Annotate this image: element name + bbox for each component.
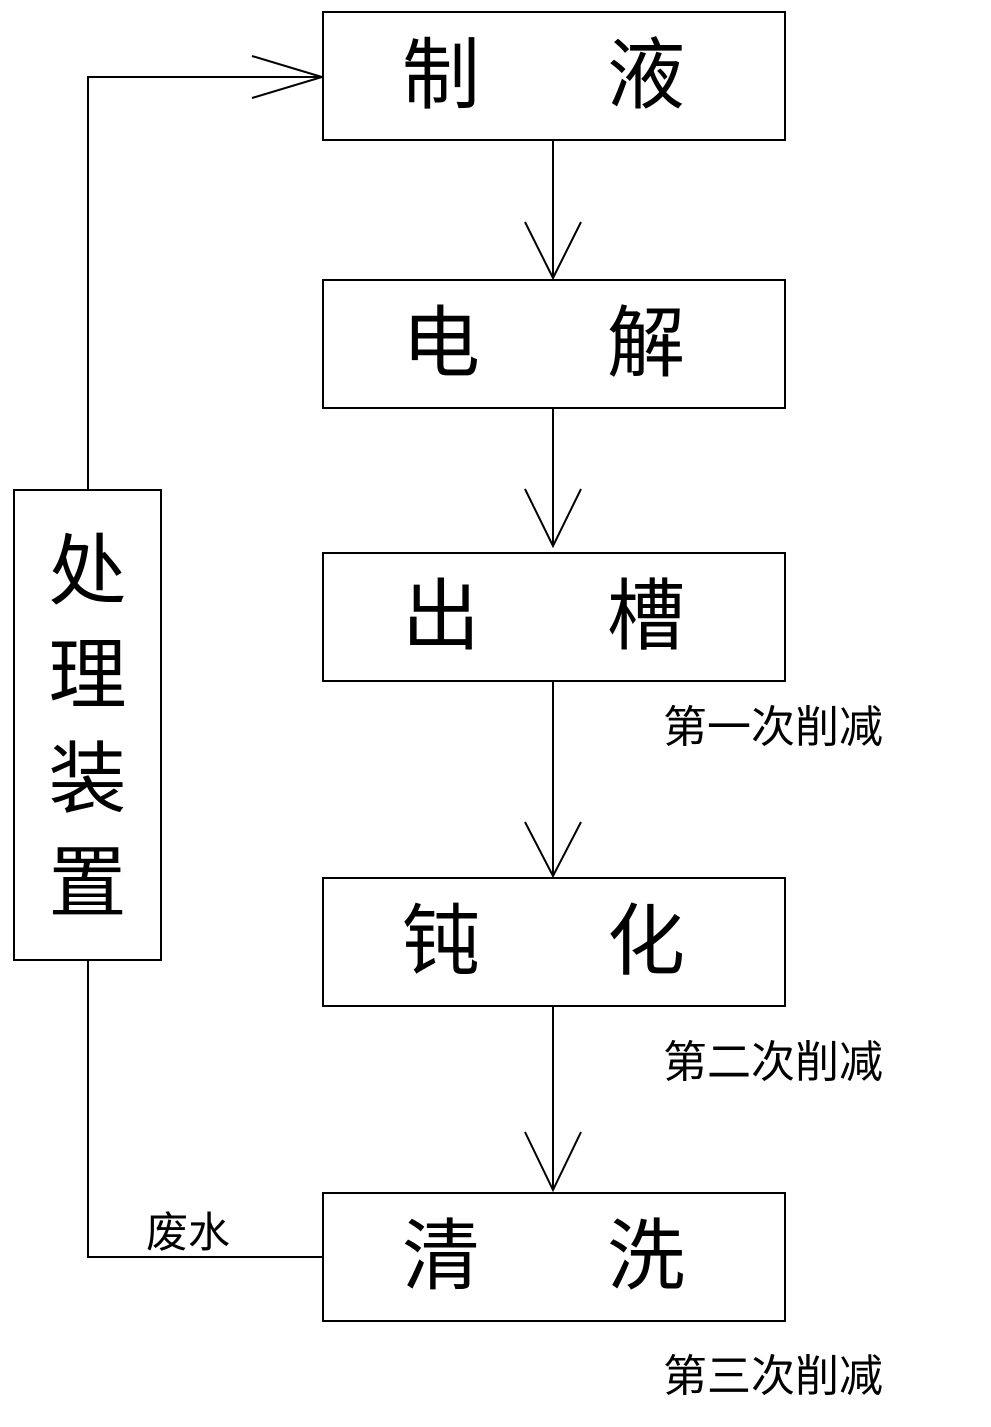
step-out-of-tank: 出 槽 — [322, 552, 786, 682]
arrow-head-1 — [524, 221, 582, 281]
step-label-char: 液 — [607, 31, 686, 121]
step-passivation: 钝 化 — [322, 877, 786, 1007]
arrow-head-4 — [524, 1131, 582, 1193]
step-label-char: 钝 — [402, 897, 481, 987]
arrow-head-3 — [524, 821, 582, 879]
step-label-char: 电 — [402, 299, 481, 389]
step-electrolysis: 电 解 — [322, 279, 786, 409]
step-label-char: 制 — [402, 31, 481, 121]
treatment-label-char: 置 — [48, 839, 127, 929]
treatment-label-char: 理 — [48, 631, 127, 721]
step-cleaning: 清 洗 — [322, 1192, 786, 1322]
treatment-label-char: 处 — [48, 527, 127, 617]
treatment-device-box: 处 理 装 置 — [13, 489, 162, 961]
second-reduction-label: 第二次削减 — [663, 1037, 883, 1088]
step-label-char: 槽 — [607, 572, 686, 662]
third-reduction-label: 第三次削减 — [663, 1351, 883, 1402]
step-label-char: 清 — [402, 1212, 481, 1302]
step-label-char: 洗 — [607, 1212, 686, 1302]
recycle-line — [87, 76, 322, 489]
step-make-solution: 制 液 — [322, 11, 786, 141]
arrow-head-2 — [524, 488, 582, 549]
treatment-label-char: 装 — [48, 735, 127, 825]
wastewater-label: 废水 — [146, 1208, 231, 1257]
wastewater-return-line — [87, 961, 322, 1258]
step-label-char: 出 — [402, 572, 481, 662]
step-label-char: 解 — [607, 299, 686, 389]
step-label-char: 化 — [607, 897, 686, 987]
first-reduction-label: 第一次削减 — [663, 702, 883, 753]
